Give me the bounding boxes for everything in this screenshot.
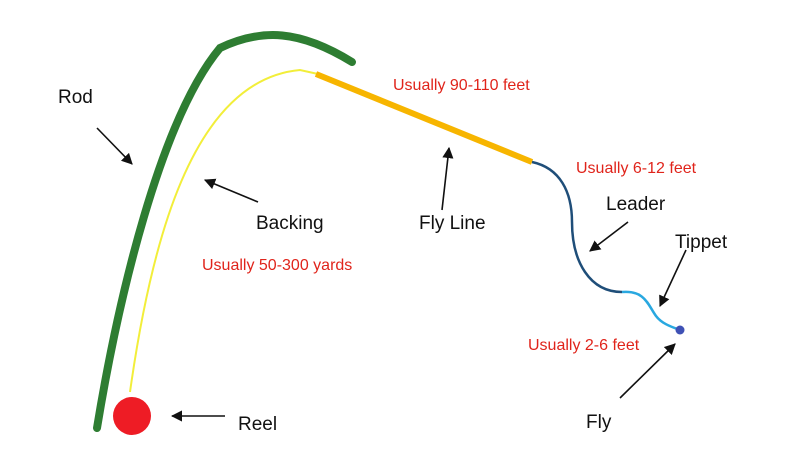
rod-label: Rod — [58, 87, 93, 108]
reel-label: Reel — [238, 414, 278, 435]
tippet-label: Tippet — [675, 232, 728, 253]
leader — [531, 160, 623, 294]
tippet-arrow — [659, 249, 687, 308]
leader-length-note: Usually 6-12 feet — [576, 160, 697, 177]
fly — [675, 325, 685, 335]
backing-label: Backing — [256, 213, 324, 234]
rod-arrow — [96, 127, 133, 165]
tippet — [621, 290, 681, 332]
fly-arrow — [619, 343, 676, 399]
reel — [113, 397, 151, 435]
leader-arrow — [589, 221, 629, 252]
fly-label: Fly — [586, 412, 612, 433]
rod — [93, 31, 356, 432]
fly-line-arrow — [441, 146, 454, 211]
fly-line-length-note: Usually 90-110 feet — [393, 77, 530, 94]
tippet-length-note: Usually 2-6 feet — [528, 337, 640, 354]
backing-arrow — [203, 178, 259, 203]
backing-length-note: Usually 50-300 yards — [202, 257, 353, 274]
leader-label: Leader — [606, 194, 666, 215]
backing-line — [129, 68, 319, 393]
fly-line — [314, 71, 534, 165]
fly-line-label: Fly Line — [419, 213, 486, 234]
